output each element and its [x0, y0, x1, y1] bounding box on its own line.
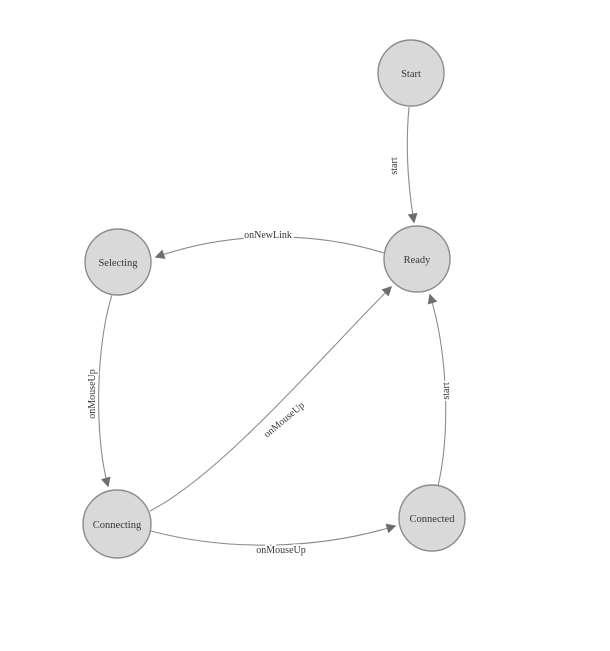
- edge-label: start: [441, 382, 452, 399]
- edge-label: onMouseUp: [262, 400, 307, 440]
- edge-path-connected-ready[interactable]: [427, 293, 447, 487]
- transition-edge-start-ready[interactable]: start: [387, 106, 418, 224]
- state-circle[interactable]: [84, 228, 152, 296]
- transition-edge-connected-ready[interactable]: start: [427, 293, 454, 487]
- edge-path-ready-selecting[interactable]: [154, 236, 385, 259]
- edge-path-connecting-ready[interactable]: [149, 285, 393, 512]
- edge-path-selecting-connecting[interactable]: [98, 294, 113, 488]
- transition-edge-ready-selecting[interactable]: onNewLink: [154, 228, 385, 259]
- state-label: Start: [401, 69, 421, 80]
- state-node-start[interactable]: Start: [377, 39, 445, 107]
- state-circle[interactable]: [377, 39, 445, 107]
- transition-edge-selecting-connecting[interactable]: onMouseUp: [85, 294, 113, 488]
- state-circle[interactable]: [398, 484, 466, 552]
- state-label: Ready: [404, 255, 432, 266]
- state-label: Connecting: [93, 520, 142, 531]
- edge-label: onNewLink: [244, 230, 292, 241]
- edge-label: onMouseUp: [87, 369, 98, 418]
- state-label: Connected: [410, 514, 456, 525]
- state-circle[interactable]: [82, 489, 152, 559]
- state-circle[interactable]: [383, 225, 451, 293]
- state-label: Selecting: [98, 258, 138, 269]
- state-node-ready[interactable]: Ready: [383, 225, 451, 293]
- state-node-connected[interactable]: Connected: [398, 484, 466, 552]
- transition-edge-connecting-ready[interactable]: onMouseUp: [149, 285, 393, 512]
- state-node-connecting[interactable]: Connecting: [82, 489, 152, 559]
- edge-path-connecting-connected[interactable]: [150, 523, 397, 546]
- edge-label: onMouseUp: [256, 545, 305, 556]
- transition-edge-connecting-connected[interactable]: onMouseUp: [150, 523, 397, 558]
- state-node-selecting[interactable]: Selecting: [84, 228, 152, 296]
- edge-label: start: [389, 157, 400, 174]
- edge-path-start-ready[interactable]: [406, 106, 418, 224]
